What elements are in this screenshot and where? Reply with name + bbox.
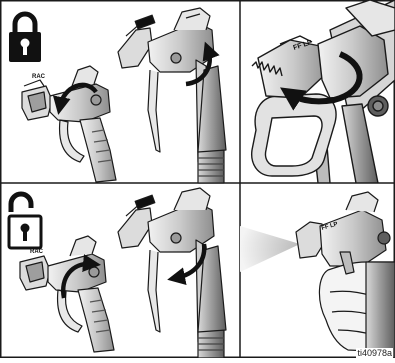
panel-lock-side [9,8,226,183]
unlocked-padlock-icon [9,194,41,248]
tip-label: RAC [30,249,44,255]
reference-code: ti40978a [356,348,393,358]
spray-gun-small [22,66,116,182]
tip-label: RAC [32,74,46,80]
spray-gun-large [118,8,226,183]
handle [342,104,378,183]
panel-lock-front: FF LP [252,0,395,183]
locked-padlock-icon [9,14,41,62]
spray-fan [240,226,300,272]
panel-unlock-front: FF LP [240,192,395,358]
gun-body [320,210,386,266]
panel-unlock-side [9,188,226,358]
spray-gun-large [118,188,226,358]
